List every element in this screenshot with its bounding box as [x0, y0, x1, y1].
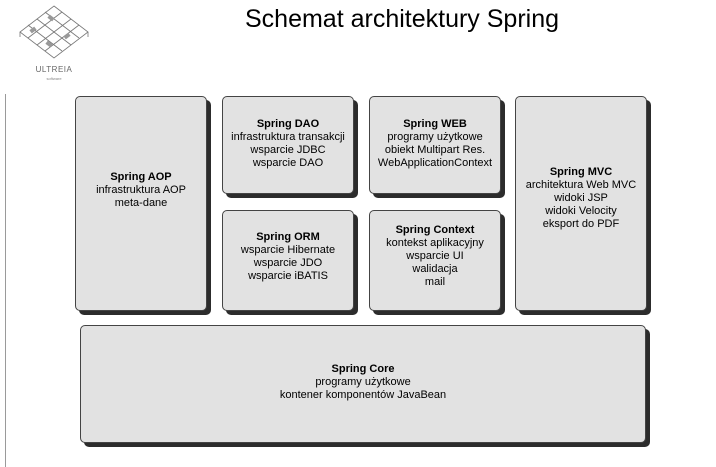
box-line: WebApplicationContext	[377, 157, 493, 169]
box-heading: Spring ORM	[256, 231, 320, 243]
box-line: wsparcie Hibernate	[240, 244, 336, 256]
box-line: kontener komponentów JavaBean	[279, 389, 447, 401]
company-logo: ULTREIA software	[18, 4, 90, 82]
box-line: programy użytkowe	[387, 131, 483, 143]
spring-mvc-box: Spring MVC architektura Web MVC widoki J…	[515, 96, 647, 311]
box-heading: Spring MVC	[549, 165, 613, 178]
box-line: obiekt Multipart Res.	[384, 144, 486, 156]
box-heading: Spring Core	[331, 363, 395, 375]
box-line: infrastruktura AOP	[96, 183, 186, 196]
box-line: wsparcie DAO	[252, 157, 324, 169]
box-line: walidacja	[412, 263, 458, 275]
box-heading: Spring AOP	[110, 170, 172, 183]
box-line: architektura Web MVC	[525, 178, 637, 191]
box-line: wsparcie JDO	[253, 257, 323, 269]
box-line: wsparcie JDBC	[250, 144, 326, 156]
spring-core-box: Spring Core programy użytkowe kontener k…	[80, 325, 646, 443]
box-line: mail	[424, 276, 446, 288]
box-line: widoki JSP	[554, 191, 608, 204]
spring-context-box: Spring Context kontekst aplikacyjny wspa…	[369, 210, 501, 311]
logo-subtext: software	[46, 76, 62, 81]
spring-orm-box: Spring ORM wsparcie Hibernate wsparcie J…	[222, 210, 354, 311]
box-heading: Spring Context	[395, 224, 475, 236]
logo-text: ULTREIA	[36, 65, 73, 74]
box-heading: Spring DAO	[256, 118, 320, 130]
box-line: wsparcie iBATIS	[248, 270, 328, 282]
box-line: programy użytkowe	[315, 376, 411, 388]
box-line: wsparcie UI	[406, 250, 464, 262]
box-line: kontekst aplikacyjny	[386, 237, 484, 249]
page-title: Schemat architektury Spring	[244, 5, 560, 33]
box-line: eksport do PDF	[542, 217, 620, 230]
logo-grid-icon: ULTREIA software	[19, 5, 89, 81]
spring-aop-box: Spring AOP infrastruktura AOP meta-dane	[75, 96, 207, 311]
spring-web-box: Spring WEB programy użytkowe obiekt Mult…	[369, 96, 501, 194]
box-line: widoki Velocity	[545, 204, 617, 217]
spring-dao-box: Spring DAO infrastruktura transakcji wsp…	[222, 96, 354, 194]
box-line: meta-dane	[114, 196, 168, 209]
left-margin-rule	[5, 94, 6, 467]
box-heading: Spring WEB	[403, 118, 467, 130]
box-line: infrastruktura transakcji	[231, 131, 345, 143]
